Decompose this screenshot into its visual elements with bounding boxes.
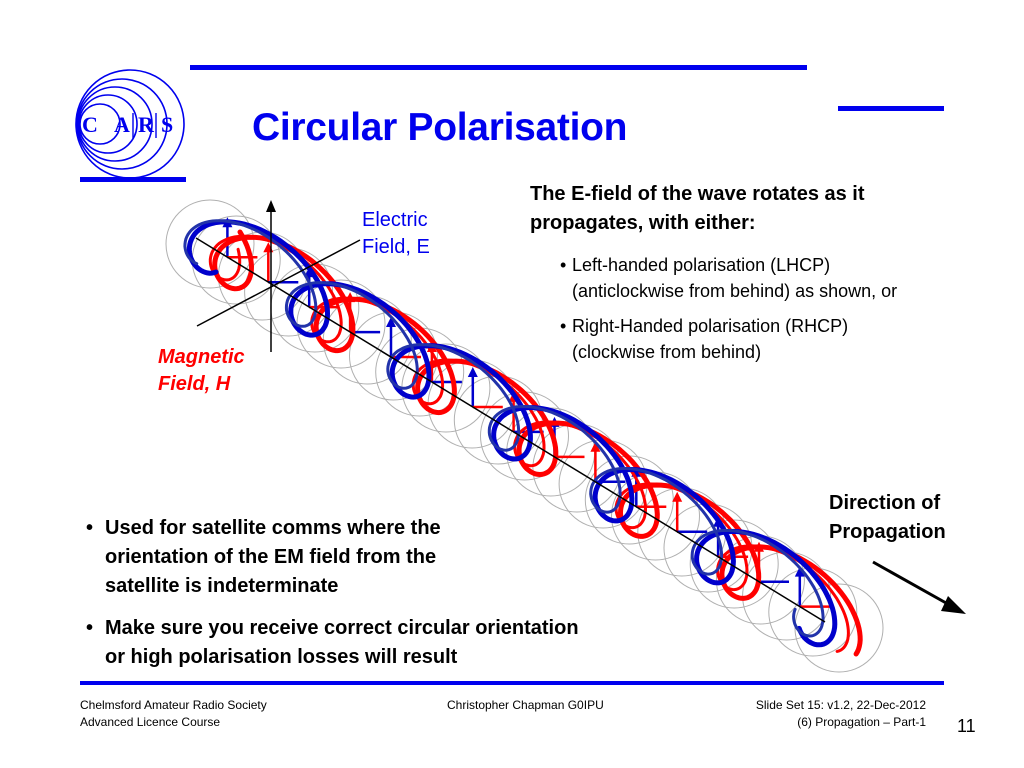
direction-arrow-line [872, 560, 956, 610]
main-bullet-line: Make sure you receive correct circular o… [105, 617, 579, 639]
helix-curve [212, 229, 863, 657]
main-bullet-line: or high polarisation losses will result [105, 646, 458, 668]
field-vector-head [794, 566, 805, 577]
logo-underline [80, 177, 186, 182]
cars-logo: C A R S [75, 69, 185, 179]
top-rule [190, 65, 807, 70]
field-vector-head [263, 242, 274, 253]
footer-rule [80, 681, 944, 685]
field-vector-head [590, 441, 601, 452]
magnetic-label-line: Magnetic [158, 346, 245, 368]
magnetic-label-line: Field, H [158, 373, 231, 395]
intro-line: propagates, with either: [530, 212, 756, 234]
bullet-dot: • [86, 617, 94, 639]
sub-bullet-line: Right-Handed polarisation (RHCP) [572, 316, 849, 336]
main-bullet-text: Make sure you receive correct circular o… [105, 614, 579, 672]
main-bullet-line: orientation of the EM field from the [105, 546, 437, 568]
footer-course: Advanced Licence Course [80, 715, 221, 729]
propagation-axis [195, 237, 826, 623]
logo-letter: R [138, 112, 155, 137]
direction-label-line: Propagation [829, 521, 946, 543]
electric-label-line: Field, E [362, 236, 430, 258]
main-bullet-text: Used for satellite comms where the orien… [105, 514, 441, 601]
logo-letter: C [82, 112, 98, 137]
footer-author: Christopher Chapman G0IPU [447, 698, 604, 712]
sub-bullet-text: Left-handed polarisation (LHCP) (anticlo… [572, 252, 897, 304]
page-number: 11 [957, 716, 976, 736]
slide-title: Circular Polarisation [252, 106, 628, 149]
field-vector-head [386, 317, 396, 327]
footer-left: Chelmsford Amateur Radio Society Advance… [80, 697, 267, 731]
sub-bullet-line: (clockwise from behind) [572, 342, 762, 362]
sub-bullet-line: Left-handed polarisation (LHCP) [572, 255, 831, 275]
footer-section: (6) Propagation – Part-1 [797, 715, 926, 729]
helix-curve [208, 234, 850, 653]
logo-letter: S [161, 112, 173, 137]
sub-bullet-text: Right-Handed polarisation (RHCP) (clockw… [572, 313, 848, 365]
footer-center: Christopher Chapman G0IPU [447, 697, 604, 714]
electric-field-label: Electric Field, E [362, 207, 430, 261]
h-axis [196, 239, 361, 327]
helix-ring [794, 583, 884, 673]
footer-slide-set: Slide Set 15: v1.2, 22-Dec-2012 [755, 698, 926, 712]
bullet-dot: • [560, 255, 567, 275]
direction-arrowhead [941, 596, 966, 614]
direction-label-line: Direction of [829, 492, 941, 514]
helix-curve [183, 219, 825, 638]
bullet-dot: • [86, 517, 94, 539]
main-bullet-line: satellite is indeterminate [105, 575, 339, 597]
field-vector-head [467, 367, 478, 377]
helix-ring [689, 519, 779, 609]
magnetic-field-label: Magnetic Field, H [158, 344, 245, 398]
field-vector-head [672, 491, 683, 502]
helix-ring [532, 423, 622, 513]
electric-label-line: Electric [362, 209, 428, 231]
footer-society: Chelmsford Amateur Radio Society [80, 698, 267, 712]
intro-line: The E-field of the wave rotates as it [530, 183, 865, 205]
main-bullet-line: Used for satellite comms where the [105, 517, 441, 539]
direction-label: Direction of Propagation [829, 489, 946, 547]
sub-bullet-line: (anticlockwise from behind) as shown, or [572, 281, 898, 301]
intro-text: The E-field of the wave rotates as it pr… [530, 180, 1010, 238]
helix-curves [183, 219, 863, 657]
footer-right: Slide Set 15: v1.2, 22-Dec-2012 (6) Prop… [720, 697, 926, 731]
logo-letter: A [114, 112, 130, 137]
helix-ring [165, 199, 255, 289]
bullet-dot: • [560, 316, 567, 336]
e-axis-arrowhead [266, 200, 276, 212]
top-right-rule [838, 106, 944, 111]
